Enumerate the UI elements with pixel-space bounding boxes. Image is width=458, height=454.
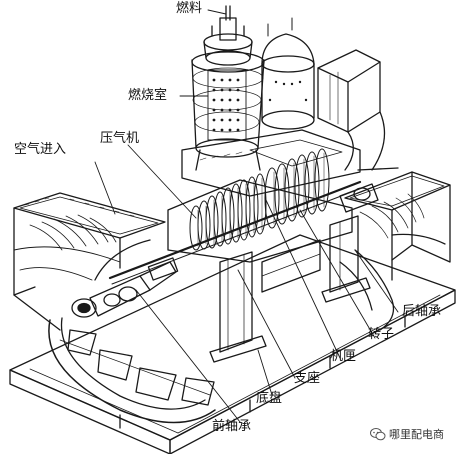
watermark: 哪里配电商	[370, 426, 444, 442]
leader-fuel	[207, 9, 227, 15]
leader-lines	[94, 9, 399, 423]
leader-rear-bearing	[354, 249, 399, 313]
rotor	[108, 148, 363, 285]
exhaust-duct	[317, 49, 386, 171]
label-compressor: 压气机	[100, 131, 140, 146]
label-rear-bearing: 后轴承	[402, 304, 442, 319]
leader-front-bearing	[135, 289, 241, 423]
exhaust-housing	[339, 171, 451, 331]
label-combustor: 燃烧室	[128, 88, 168, 103]
label-casing: 机匣	[330, 349, 357, 364]
combustor	[191, 5, 265, 171]
leader-air-inlet	[94, 161, 116, 215]
label-support-base: 支座	[294, 371, 321, 386]
combustor-liner-holes	[212, 78, 240, 132]
air-inlet-housing	[13, 192, 216, 424]
label-rotor: 转子	[368, 327, 395, 342]
leader-rotor	[299, 209, 376, 339]
label-air-inlet: 空气进入	[14, 142, 67, 157]
label-chassis: 底盘	[256, 391, 283, 406]
casing	[167, 129, 361, 263]
leader-compressor	[127, 144, 197, 219]
wechat-icon	[370, 427, 386, 440]
label-fuel: 燃料	[176, 1, 203, 16]
support-pedestals	[209, 215, 371, 363]
chassis-frame	[9, 234, 456, 454]
rear-bearing	[339, 167, 399, 213]
combustor-dome	[261, 17, 315, 130]
leader-chassis	[257, 349, 273, 396]
watermark-text: 哪里配电商	[389, 428, 444, 441]
leader-support	[237, 269, 296, 379]
leader-casing	[265, 199, 341, 359]
front-bearing	[71, 257, 179, 318]
label-front-bearing: 前轴承	[212, 419, 252, 434]
